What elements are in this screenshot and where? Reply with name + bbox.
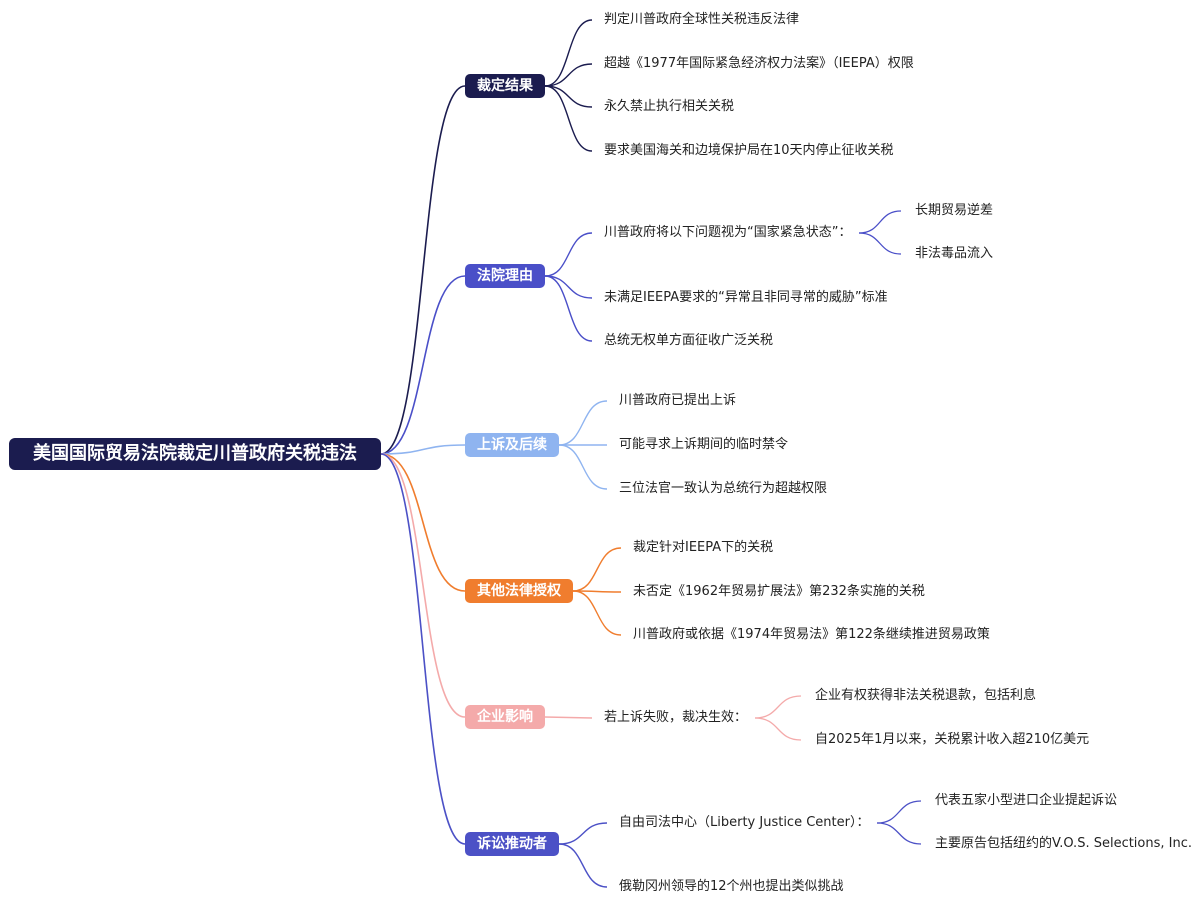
root-link	[380, 453, 466, 718]
leaf-link	[858, 210, 902, 234]
root-link	[380, 453, 466, 592]
branch-ruling-result[interactable]: 裁定结果	[465, 74, 545, 98]
branch-business-impact[interactable]: 企业影响	[465, 705, 545, 729]
branch-link	[572, 590, 622, 593]
subleaf-node: 主要原告包括纽约的V.O.S. Selections, Inc.	[935, 836, 1193, 851]
subleaf-node: 代表五家小型进口企业提起诉讼	[935, 793, 1118, 808]
branch-link	[544, 63, 593, 87]
branch-link	[544, 716, 593, 719]
leaf-link	[754, 695, 802, 719]
leaf-node: 判定川普政府全球性关税违反法律	[604, 12, 800, 27]
leaf-link	[876, 800, 922, 824]
subleaf-node: 企业有权获得非法关税退款，包括利息	[815, 688, 1037, 703]
root-node[interactable]: 美国国际贸易法院裁定川普政府关税违法	[9, 438, 381, 470]
branch-appeal-followup[interactable]: 上诉及后续	[465, 433, 559, 457]
branch-link	[544, 232, 593, 277]
leaf-node: 永久禁止执行相关关税	[604, 99, 735, 114]
branch-link	[572, 547, 622, 592]
root-link	[380, 275, 466, 455]
branch-link	[544, 85, 593, 108]
leaf-node: 若上诉失败，裁决生效：	[604, 710, 748, 725]
leaf-node: 可能寻求上诉期间的临时禁令	[619, 437, 789, 452]
subleaf-node: 非法毒品流入	[915, 246, 994, 261]
leaf-node: 自由司法中心（Liberty Justice Center）：	[619, 815, 870, 830]
leaf-link	[858, 232, 902, 255]
branch-link	[544, 275, 593, 342]
leaf-node: 总统无权单方面征收广泛关税	[604, 333, 774, 348]
branch-link	[558, 822, 608, 845]
branch-link	[558, 444, 608, 490]
leaf-node: 超越《1977年国际紧急经济权力法案》（IEEPA）权限	[604, 56, 914, 71]
leaf-node: 裁定针对IEEPA下的关税	[633, 540, 774, 555]
subleaf-node: 自2025年1月以来，关税累计收入超210亿美元	[815, 732, 1090, 747]
branch-link	[572, 590, 622, 636]
root-link	[380, 444, 466, 455]
branch-link	[544, 85, 593, 152]
root-link	[380, 453, 466, 845]
branch-court-reasoning[interactable]: 法院理由	[465, 264, 545, 288]
leaf-node: 未满足IEEPA要求的“异常且非同寻常的威胁”标准	[604, 290, 888, 305]
root-link	[380, 85, 466, 455]
leaf-node: 未否定《1962年贸易扩展法》第232条实施的关税	[633, 584, 925, 599]
branch-link	[558, 400, 608, 446]
branch-litigation-drivers[interactable]: 诉讼推动者	[465, 832, 559, 856]
leaf-node: 川普政府或依据《1974年贸易法》第122条继续推进贸易政策	[633, 627, 990, 642]
subleaf-node: 长期贸易逆差	[915, 203, 994, 218]
branch-link	[558, 843, 608, 888]
leaf-link	[876, 822, 922, 845]
leaf-node: 川普政府将以下问题视为“国家紧急状态”：	[604, 225, 852, 240]
branch-link	[544, 19, 593, 87]
leaf-link	[754, 717, 802, 741]
leaf-node: 俄勒冈州领导的12个州也提出类似挑战	[619, 879, 844, 894]
leaf-node: 川普政府已提出上诉	[619, 393, 737, 408]
leaf-node: 要求美国海关和边境保护局在10天内停止征收关税	[604, 143, 894, 158]
branch-link	[544, 275, 593, 299]
branch-other-legal-authority[interactable]: 其他法律授权	[465, 579, 573, 603]
leaf-node: 三位法官一致认为总统行为超越权限	[619, 481, 828, 496]
